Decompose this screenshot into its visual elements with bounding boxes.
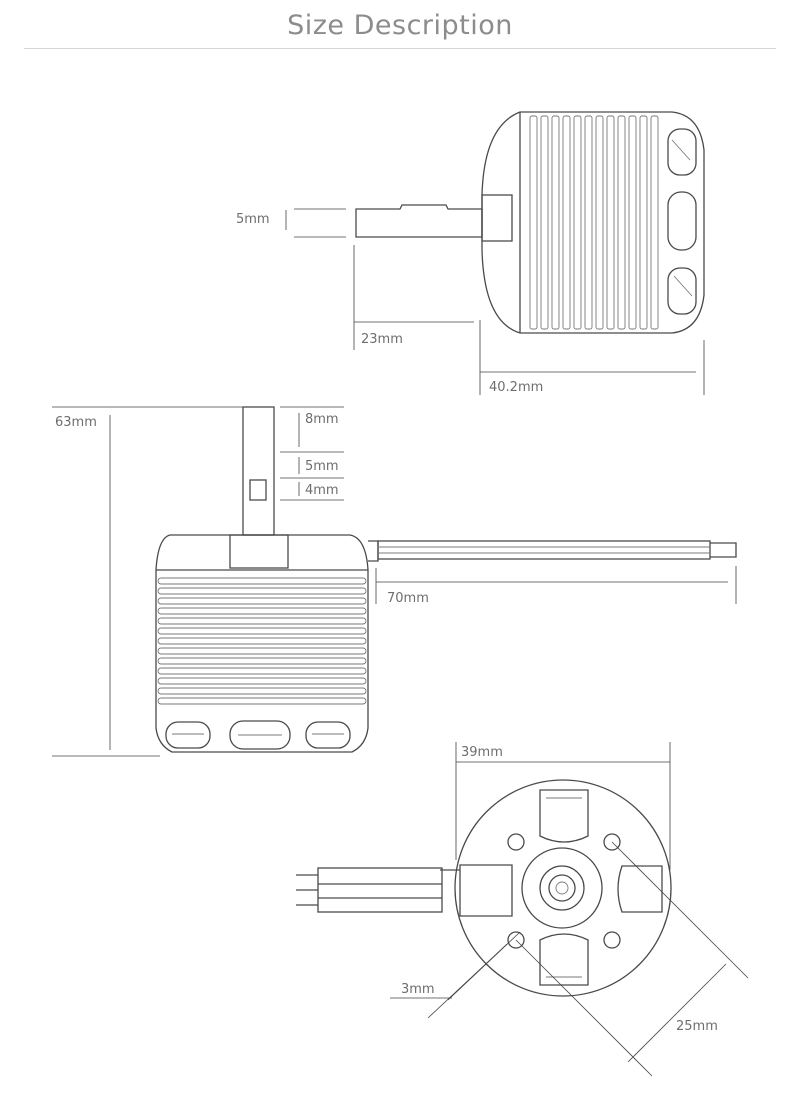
motor-body-top-view: [481, 111, 705, 334]
cooling-fin: [157, 617, 367, 625]
vent-slot-bottom: [667, 267, 697, 315]
shaft-collar-front-view: [229, 534, 289, 569]
cooling-fin: [157, 687, 367, 695]
cooling-fin: [157, 607, 367, 615]
dim-label-hole-spacing: 25mm: [676, 1019, 718, 1034]
dim-label-shaft-top: 8mm: [305, 412, 339, 427]
cooling-fin: [157, 667, 367, 675]
cooling-fin: [617, 115, 626, 330]
dim-label-shaft-diameter: 5mm: [236, 212, 270, 227]
wire-tips: [296, 874, 318, 906]
cooling-fin: [628, 115, 637, 330]
end-bell-hub: [521, 847, 603, 929]
dim-leader: [611, 841, 749, 979]
lead-wire-front-view: [377, 540, 711, 560]
dim-label-shaft-mid: 5mm: [305, 459, 339, 474]
motor-front-view: 63mm 8mm 5mm 4mm 70mm: [52, 406, 737, 757]
vent-slot-right: [305, 721, 351, 749]
dim-leader: [627, 963, 727, 1063]
wire-exit: [368, 540, 379, 562]
cooling-fin: [157, 697, 367, 705]
cooling-fin: [584, 115, 593, 330]
cooling-fin: [529, 115, 538, 330]
cooling-fin: [551, 115, 560, 330]
dim-label-body-length: 40.2mm: [489, 380, 543, 395]
shaft-end: [555, 881, 569, 895]
vent-slot-center: [229, 720, 291, 750]
shaft-front-view: [242, 406, 275, 536]
cooling-fin: [573, 115, 582, 330]
title-divider: [24, 48, 776, 49]
cooling-fins-front-view: [157, 577, 367, 705]
dim-leader: [515, 939, 653, 1077]
cooling-fins-top-view: [529, 115, 659, 330]
motor-end-outline: [454, 779, 672, 997]
wire-exit-block: [459, 864, 513, 917]
cooling-fin: [157, 587, 367, 595]
shaft-collar-top-view: [481, 194, 513, 242]
mount-hole-top-right: [603, 833, 621, 851]
mount-hole-bottom-right: [603, 931, 621, 949]
dim-label-total-height: 63mm: [55, 415, 97, 430]
shaft-flat: [249, 479, 267, 501]
end-pocket-top: [539, 789, 589, 843]
cooling-fin: [157, 657, 367, 665]
cooling-fin: [606, 115, 615, 330]
cooling-fin: [157, 637, 367, 645]
cooling-fin: [157, 647, 367, 655]
cooling-fin: [157, 677, 367, 685]
dim-label-body-diameter: 39mm: [461, 745, 503, 760]
dim-leader: [427, 943, 508, 1019]
dim-label-wire-length: 70mm: [387, 591, 429, 606]
dim-label-shaft-low: 4mm: [305, 483, 339, 498]
dim-label-shaft-length: 23mm: [361, 332, 403, 347]
bearing-inner: [548, 874, 576, 902]
end-pocket-bottom: [539, 933, 589, 986]
lead-wires-end-view: [317, 867, 443, 913]
cooling-fin: [562, 115, 571, 330]
mount-hole-bottom-left: [507, 931, 525, 949]
cooling-fin: [540, 115, 549, 330]
dim-label-hole-diameter: 3mm: [401, 982, 435, 997]
motor-end-view: 39mm 3mm 25mm: [296, 742, 749, 1077]
vent-slot-top: [667, 128, 697, 176]
slot-detail: [671, 139, 693, 297]
bearing-outer: [539, 865, 585, 911]
slot-detail: [172, 733, 344, 736]
end-pocket-right: [617, 865, 663, 913]
cooling-fin: [157, 627, 367, 635]
cooling-fin: [157, 577, 367, 585]
vent-slot-middle: [667, 191, 697, 251]
cooling-fin: [639, 115, 648, 330]
cooling-fin: [650, 115, 659, 330]
wire-tip: [710, 542, 737, 558]
vent-slot-left: [165, 721, 211, 749]
page-title: Size Description: [287, 10, 513, 41]
motor-body-front-view: [155, 534, 369, 753]
mount-hole-top-left: [507, 833, 525, 851]
shaft-top-view: [355, 204, 483, 238]
cooling-fin: [157, 597, 367, 605]
motor-top-view: 5mm 23mm 40.2mm: [236, 111, 705, 395]
cooling-fin: [595, 115, 604, 330]
